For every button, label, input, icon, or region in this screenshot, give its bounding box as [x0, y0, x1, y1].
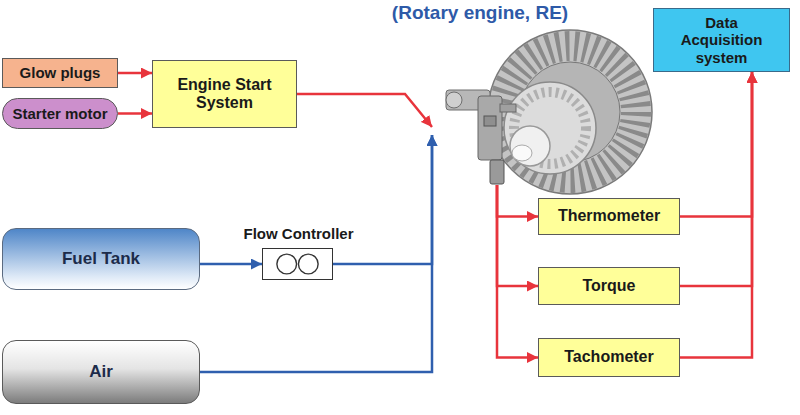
flow-controller: Flow Controller [262, 248, 333, 280]
box-label: Tachometer [564, 348, 654, 366]
flow-arrow [680, 72, 752, 217]
heading-label: (Rotary engine, RE) [360, 2, 600, 24]
component-box: Glow plugs [2, 58, 118, 88]
flow-arrow [200, 135, 432, 372]
box-label: Engine Start System [162, 76, 287, 113]
fuel-tank: Fuel Tank [2, 228, 200, 290]
sensor-box: Torque [538, 267, 680, 305]
flow-arrow [680, 72, 752, 358]
flow-arrow [118, 112, 152, 115]
carburetor-body [478, 96, 502, 160]
front-cover [504, 82, 596, 174]
box-label: Glow plugs [20, 64, 101, 81]
flow-arrow [497, 185, 538, 217]
carburetor-bulb [446, 92, 462, 108]
needle-valve [484, 116, 496, 126]
flow-arrow [333, 135, 432, 264]
gear-circle [298, 254, 318, 274]
gear-circle [277, 254, 297, 274]
flow-arrow [497, 185, 538, 358]
rotary-engine [446, 30, 652, 194]
hub [510, 126, 550, 166]
air-supply: Air [2, 340, 200, 404]
flow-arrow [118, 72, 152, 75]
box-label: Fuel Tank [62, 249, 140, 269]
engine-region: (Rotary engine, RE) [432, 2, 650, 185]
box-label: Starter motor [12, 105, 107, 122]
heading-label: Flow Controller [218, 225, 379, 242]
system-box: Engine Start System [152, 60, 297, 128]
acquisition-box: Data Acquisition system [653, 8, 790, 72]
box-label: Thermometer [558, 207, 660, 225]
cooling-fins [504, 46, 636, 178]
nose-cone [512, 145, 532, 161]
sensor-box: Tachometer [538, 338, 680, 377]
fuel-nozzle [490, 160, 504, 184]
flow-arrow [680, 72, 752, 286]
intake-pipe [500, 104, 516, 112]
flow-arrow [497, 185, 538, 286]
component-pill: Starter motor [2, 98, 118, 129]
flow-arrow [297, 94, 432, 127]
flow-meter-symbol [263, 249, 332, 279]
engine-housing [488, 30, 652, 194]
box-label: Torque [582, 277, 635, 295]
box-label: Air [89, 362, 113, 382]
sensor-box: Thermometer [538, 198, 680, 235]
flow-arrow [200, 263, 262, 266]
box-label: Data Acquisition system [666, 14, 778, 66]
